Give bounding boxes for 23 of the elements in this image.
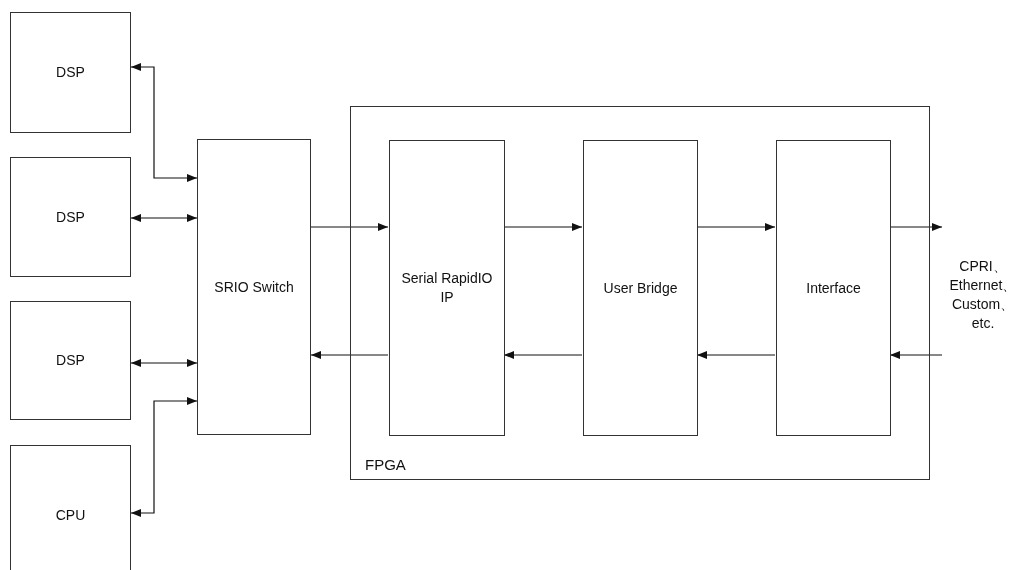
process-box: DSP	[10, 301, 131, 420]
arrow	[310, 223, 389, 231]
arrow	[310, 351, 389, 359]
interface-list: CPRI、 Ethernet、 Custom、 etc.	[942, 220, 1024, 370]
process-box: DSP	[10, 157, 131, 277]
process-box: DSP	[10, 12, 131, 133]
fpga-frame	[350, 106, 930, 480]
arrow	[130, 359, 198, 367]
arrow	[889, 223, 943, 231]
process-box: CPU	[10, 445, 131, 570]
arrow	[889, 351, 943, 359]
arrow	[130, 214, 198, 222]
process-box: User Bridge	[583, 140, 698, 436]
arrow	[696, 351, 776, 359]
arrow	[503, 223, 583, 231]
arrow	[503, 351, 583, 359]
frame-label: FPGA	[365, 454, 406, 475]
process-box: Serial RapidIO IP	[389, 140, 505, 436]
arrow	[130, 63, 198, 182]
arrow	[130, 397, 198, 517]
process-box: Interface	[776, 140, 891, 436]
arrow	[696, 223, 776, 231]
process-box: SRIO Switch	[197, 139, 311, 435]
